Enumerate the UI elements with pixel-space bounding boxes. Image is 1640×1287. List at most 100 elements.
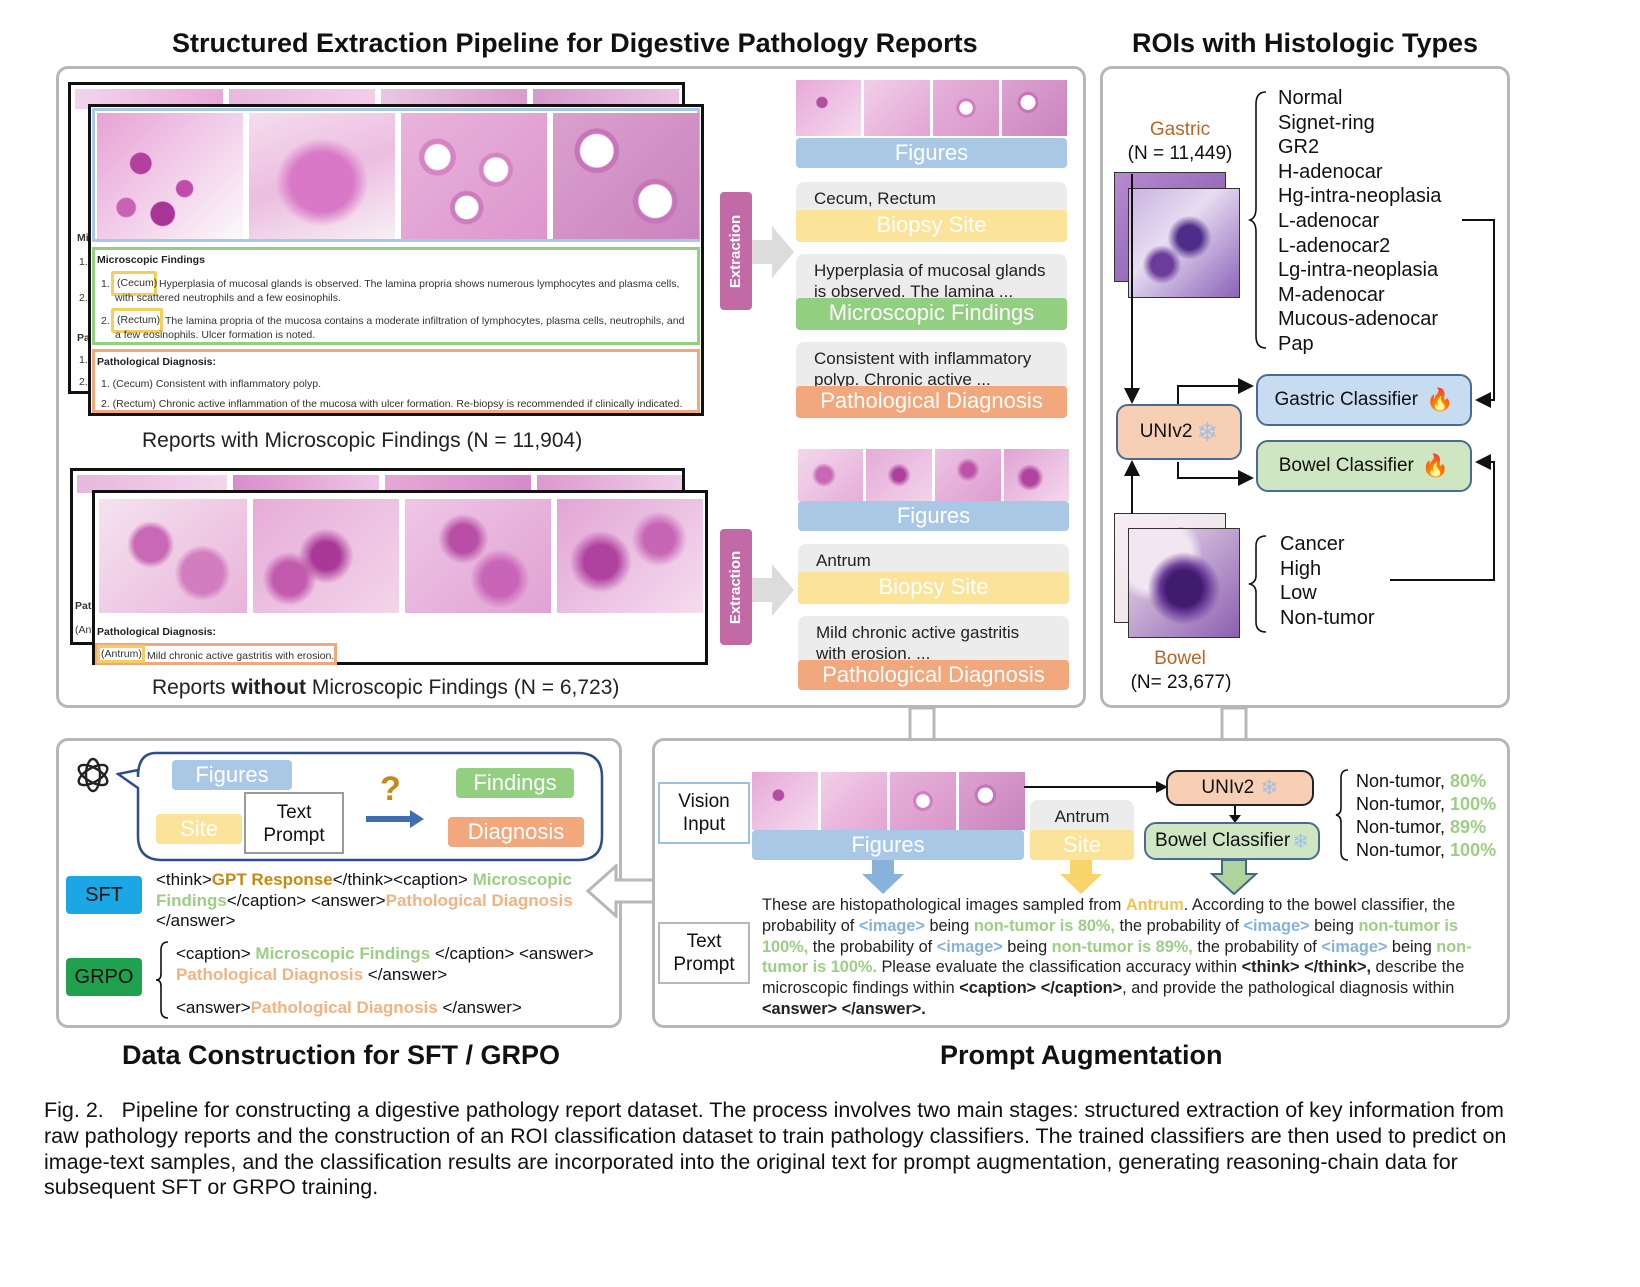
report2-diag-heading: Pathological Diagnosis: — [97, 626, 217, 638]
sft-template: <think>GPT Response</think><caption> Mic… — [156, 870, 596, 932]
sft-badge: SFT — [66, 876, 142, 914]
vision-input-label: Vision Input — [658, 782, 750, 844]
grpo-template-2: <answer>Pathological Diagnosis </answer> — [176, 998, 606, 1019]
out2-figures-label: Figures — [798, 501, 1069, 531]
bowel-n: (N= 23,677) — [1130, 672, 1232, 693]
out1-thumb-2 — [864, 80, 930, 136]
report2-diag-highlight — [95, 643, 337, 665]
grpo2-close: </answer> — [437, 998, 522, 1017]
out1-findings-value: Hyperplasia of mucosal glands is observe… — [814, 261, 1046, 301]
grpo1-mid: </caption> <answer> — [430, 944, 594, 963]
sft-diag: Pathological Diagnosis — [385, 890, 573, 910]
report1-thumb-1 — [97, 113, 243, 239]
gastric-roi-front — [1128, 188, 1240, 298]
gastric-classifier-label: Gastric Classifier — [1274, 389, 1419, 410]
report1-findings-1-text: Hyperplasia of mucosal glands is observe… — [115, 278, 680, 304]
openai-logo-icon — [77, 757, 109, 793]
gastric-type-item: Lg-intra-neoplasia — [1278, 259, 1439, 282]
sft-think-close: </think><caption> — [332, 870, 473, 889]
report1-findings-2-site: (Rectum) — [111, 308, 163, 333]
report1-back-fragment-3: 2. — [79, 292, 88, 304]
pa-result-label: Non-tumor, — [1356, 817, 1451, 837]
out2-thumb-4 — [1004, 449, 1069, 501]
pa-prompt-image-tag: <image> — [1243, 916, 1310, 935]
pa-site-value: Antrum — [1054, 807, 1110, 826]
grpo1-close: </answer> — [363, 964, 448, 984]
report1-caption: Reports with Microscopic Findings (N = 1… — [142, 429, 583, 452]
report2-diag-site: (Antrum) — [97, 645, 145, 663]
rois-title: ROIs with Histologic Types — [1132, 28, 1479, 58]
gastric-n: (N = 11,449) — [1127, 143, 1233, 164]
gastric-classifier-node: Gastric Classifier 🔥 — [1256, 374, 1472, 426]
pa-result-pct: 80% — [1450, 771, 1487, 791]
pa-prompt-think-tag: <think> </think>, — [1241, 958, 1372, 977]
pa-prompt-answer-tag: <answer> </answer>. — [762, 999, 926, 1018]
pa-thumb-4 — [959, 772, 1025, 830]
report1-thumb-4 — [553, 113, 699, 239]
gastric-types-list: Normal Signet-ring GR2 H-adenocar Hg-int… — [1278, 86, 1441, 357]
out2-site-value: Antrum — [816, 551, 871, 570]
extraction-title: Structured Extraction Pipeline for Diges… — [172, 28, 978, 58]
gastric-type-item: GR2 — [1278, 136, 1320, 159]
out2-site-label: Biopsy Site — [798, 572, 1069, 604]
bowel-type-item: Cancer — [1280, 533, 1345, 555]
pa-site-down-arrow-icon — [1060, 860, 1102, 894]
pa-prompt-antrum: Antrum — [1125, 896, 1184, 914]
pa-bowel-classifier-node: Bowel Classifier❄ — [1144, 822, 1320, 860]
report1-findings-1-site: (Cecum) — [111, 271, 157, 296]
pa-prompt-prob: non-tumor is 100%, — [762, 916, 1458, 956]
bowel-types-list: Cancer High Low Non-tumor — [1280, 532, 1374, 630]
report1-back-fragment-6: 2. — [79, 376, 88, 388]
grpo1-open: <caption> — [176, 944, 256, 963]
grpo-brace-icon — [155, 941, 169, 1019]
pa-prompt-part: describe the microscopic findings within — [762, 958, 1465, 998]
report1-diag-heading: Pathological Diagnosis: — [97, 356, 217, 368]
pa-result-item: Non-tumor, 89% — [1356, 816, 1496, 839]
snowflake-icon: ❄ — [1260, 775, 1279, 800]
report2-front-card: Pathological Diagnosis: (Antrum) Mild ch… — [92, 490, 708, 665]
dc-figures-label: Figures — [172, 760, 292, 790]
report1-findings-1-num: 1. — [101, 278, 110, 290]
pa-prompt-part: being — [1002, 937, 1052, 956]
pa-prompt-part: Please evaluate the classification accur… — [876, 958, 1242, 977]
pa-figures-down-arrow-icon — [862, 860, 904, 894]
bowel-type-item: Non-tumor — [1280, 606, 1375, 629]
report2-thumb-1 — [99, 499, 247, 613]
report2-caption-post: Microscopic Findings (N = 6,723) — [306, 676, 620, 699]
gastric-type-item: Mucous-adenocar — [1278, 308, 1439, 331]
extraction-tag-1: Extraction — [720, 192, 752, 310]
pa-prompt-part: being — [924, 916, 974, 935]
pa-prompt-part: the probability of — [808, 937, 937, 956]
rois-univ2-label: UNIv2 — [1139, 421, 1193, 442]
pa-result-item: Non-tumor, 100% — [1356, 793, 1496, 816]
grpo-badge: GRPO — [66, 958, 142, 996]
grpo1-findings: Microscopic Findings — [255, 944, 431, 963]
gastric-type-item: Hg-intra-neoplasia — [1278, 185, 1442, 208]
pa-univ2-node: UNIv2❄ — [1166, 770, 1314, 806]
rois-connectors — [1124, 174, 1495, 581]
pa-univ2-down-arrow-icon — [1229, 806, 1241, 823]
report1-thumb-3 — [401, 113, 547, 239]
bowel-classifier-label: Bowel Classifier — [1278, 455, 1414, 476]
report1-front-card: Microscopic Findings 1. (Cecum) Hyperpla… — [88, 104, 704, 416]
pa-prompt-part: , and provide the pathological diagnosis… — [1122, 979, 1455, 998]
pa-result-label: Non-tumor, — [1356, 771, 1451, 791]
gastric-type-item: L-adenocar2 — [1278, 234, 1391, 257]
pa-result-item: Non-tumor, 100% — [1356, 839, 1496, 862]
dc-site-label: Site — [156, 814, 242, 844]
gastric-type-item: L-adenocar — [1278, 209, 1380, 232]
report1-findings-highlight — [92, 247, 700, 345]
bowel-brace-icon — [1248, 535, 1267, 633]
pa-text-prompt-label: Text Prompt — [658, 922, 750, 984]
report1-back-fragment-1: Mi — [77, 232, 89, 244]
out1-thumb-3 — [933, 80, 999, 136]
pa-prompt-part: . According to the bowel classifier, the… — [762, 896, 1456, 935]
fire-icon: 🔥 — [1426, 387, 1454, 412]
report2-diag-text: Mild chronic active gastritis with erosi… — [147, 650, 335, 662]
out2-diag-label: Pathological Diagnosis — [798, 660, 1069, 690]
pa-prompt-prob: non-tumor is 89%, — [1051, 937, 1193, 956]
report1-back-fragment-2: 1. — [79, 256, 88, 268]
pa-prompt-part: the probability of — [1114, 916, 1244, 935]
left-arrow-icon — [586, 864, 656, 918]
pa-univ2-label: UNIv2 — [1201, 777, 1255, 798]
